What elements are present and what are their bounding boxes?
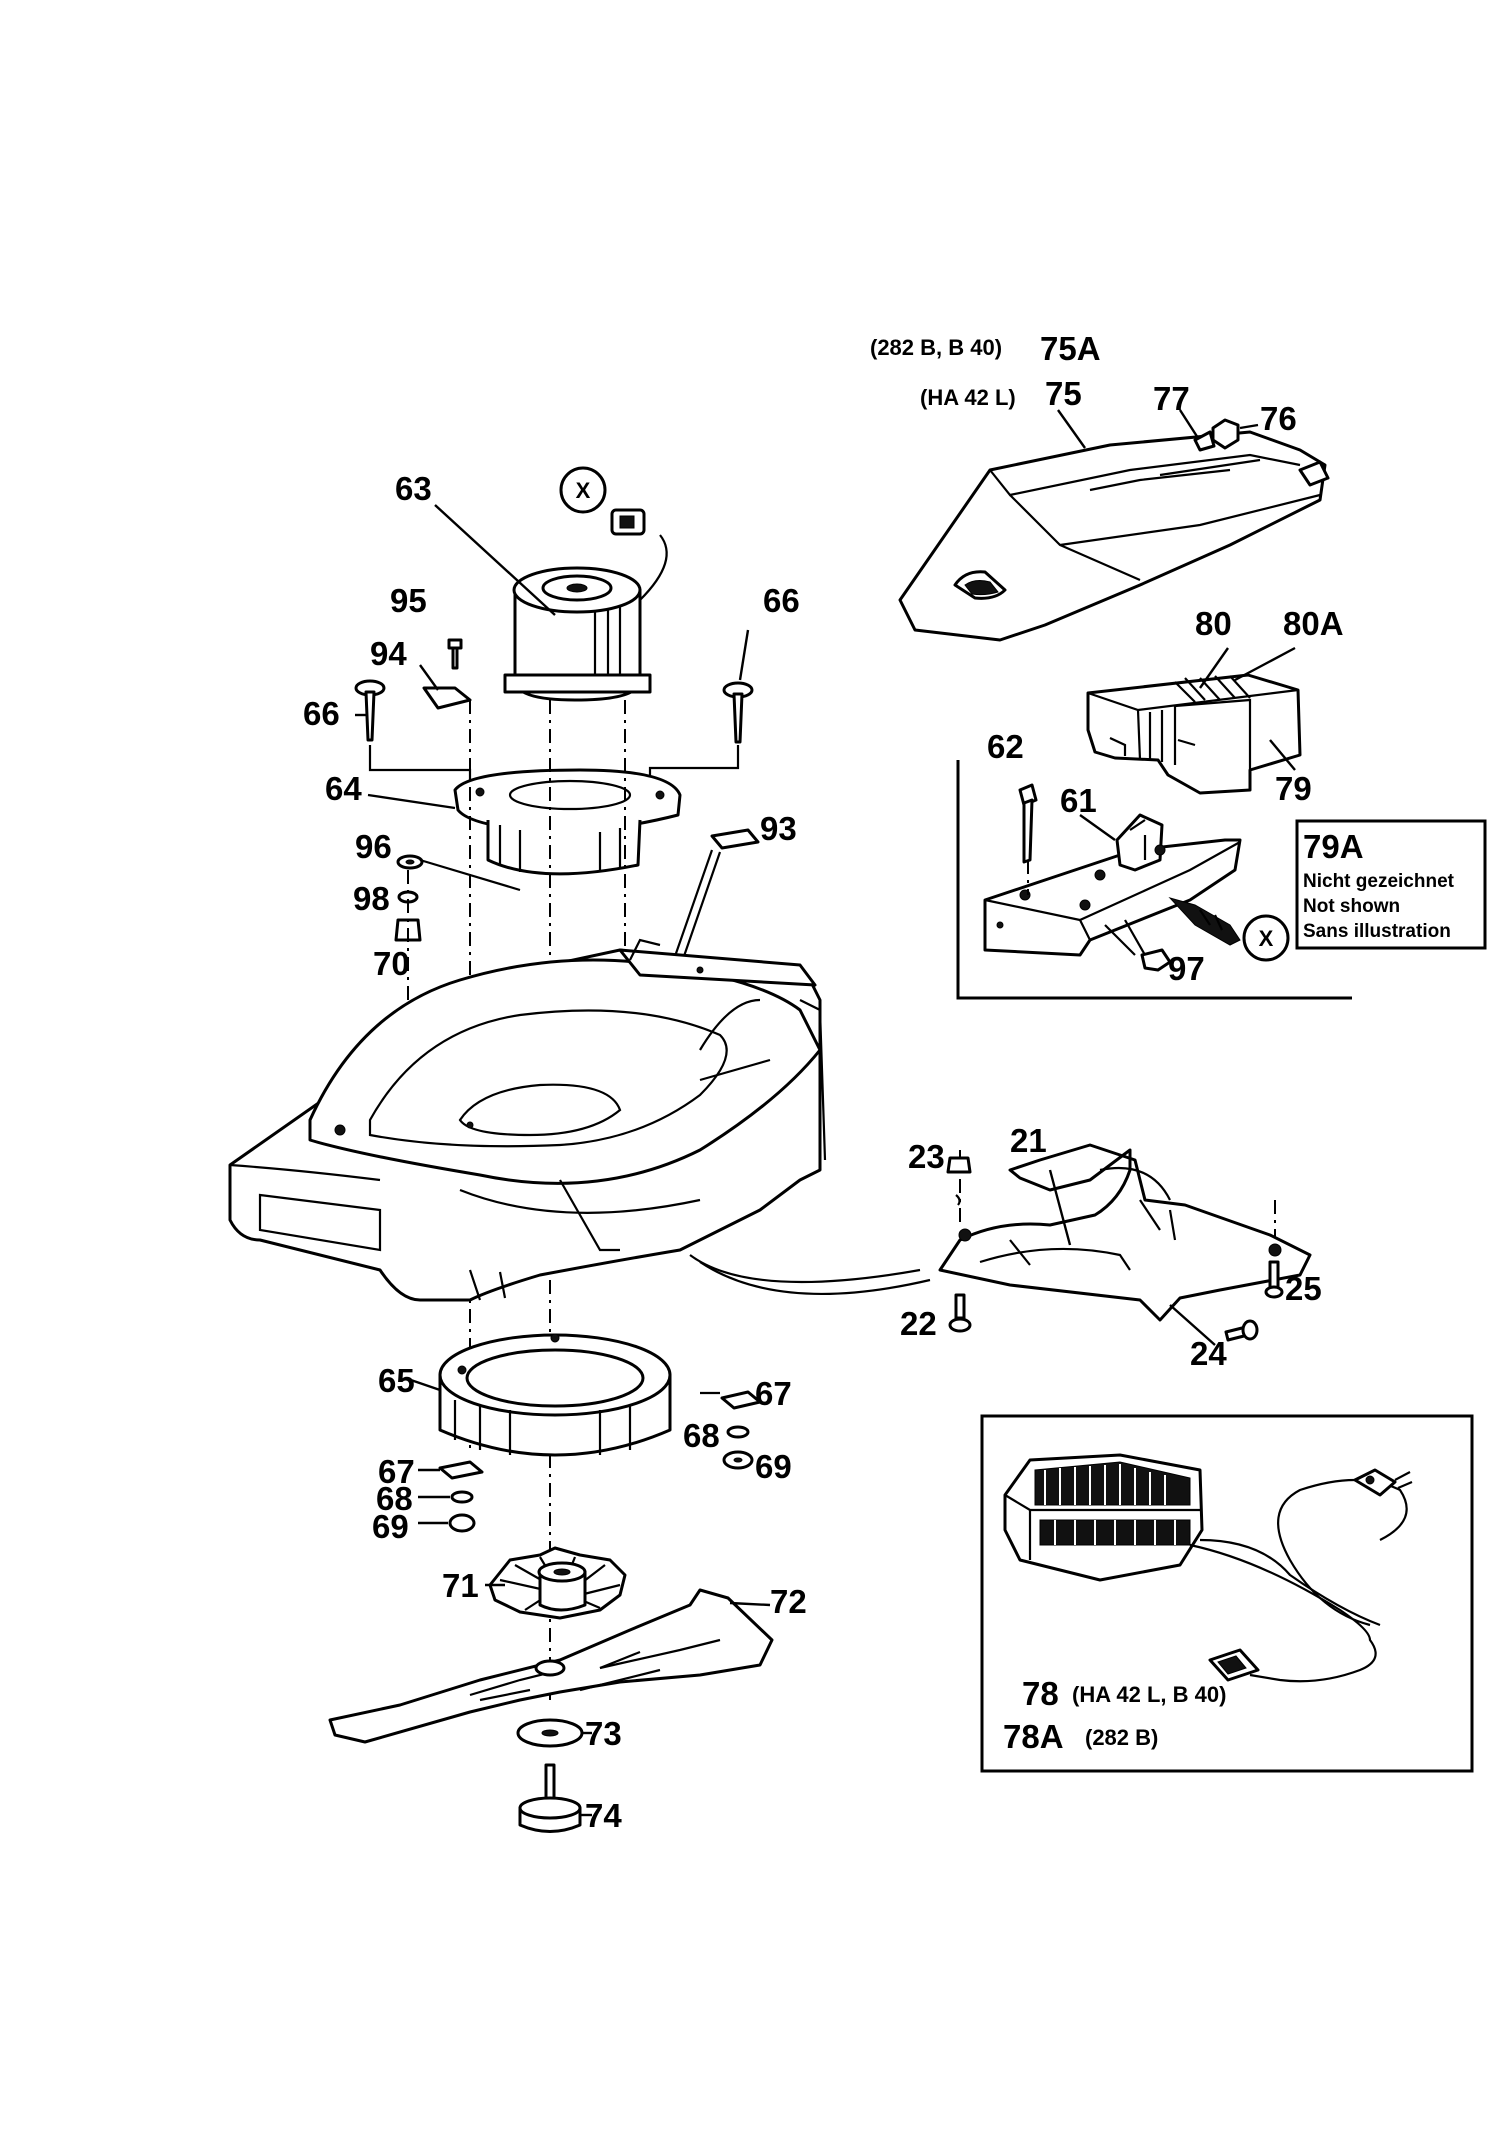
blade-bolt-74 <box>518 1763 582 1833</box>
callout-69-left: 69 <box>372 1508 409 1545</box>
callout-66-right: 66 <box>763 582 800 619</box>
callout-24: 24 <box>1190 1335 1227 1372</box>
callout-80: 80 <box>1195 605 1232 642</box>
callout-65: 65 <box>378 1362 415 1399</box>
callout-78a: 78A <box>1003 1718 1064 1755</box>
variant-78: (HA 42 L, B 40) <box>1072 1682 1226 1707</box>
nut-69-left <box>448 1513 476 1533</box>
spring-77 <box>1193 430 1216 452</box>
callout-66-left: 66 <box>303 695 340 732</box>
callout-94: 94 <box>370 635 407 672</box>
screw-95 <box>447 638 463 670</box>
screw-22 <box>948 1293 972 1333</box>
battery-group-bracket <box>956 760 1352 1000</box>
callout-77: 77 <box>1153 380 1190 417</box>
screw-24 <box>1224 1319 1259 1342</box>
callout-73: 73 <box>585 1715 622 1752</box>
variant-75: (HA 42 L) <box>920 385 1016 410</box>
blade-72 <box>328 1588 774 1744</box>
screw-66-left <box>354 679 386 742</box>
connector-x-marker-right <box>1242 914 1290 962</box>
washer-73 <box>516 1718 584 1748</box>
connector-x-label-top: X <box>576 478 591 503</box>
clip-97 <box>1140 948 1172 972</box>
variant-78a: (282 B) <box>1085 1725 1158 1750</box>
washer-68-right <box>726 1425 750 1439</box>
fan-ring-65 <box>438 1333 672 1457</box>
screw-66-right <box>722 681 754 744</box>
motor-63 <box>503 508 668 702</box>
note-79a-line-1: Nicht gezeichnet <box>1303 871 1455 892</box>
callout-67-right: 67 <box>755 1375 792 1412</box>
discharge-guard-21 <box>938 1143 1312 1322</box>
callout-71: 71 <box>442 1567 479 1604</box>
callout-68-left: 68 <box>376 1480 413 1517</box>
cover-75 <box>898 430 1330 642</box>
callout-69-right: 69 <box>755 1448 792 1485</box>
nut-23 <box>946 1156 972 1174</box>
battery-tray-61 <box>983 813 1242 957</box>
nut-69-right <box>722 1450 754 1470</box>
callout-75: 75 <box>1045 375 1082 412</box>
battery-79 <box>1086 673 1302 795</box>
callout-76: 76 <box>1260 400 1297 437</box>
callout-79: 79 <box>1275 770 1312 807</box>
washer-67-left <box>438 1460 484 1480</box>
charger-box-78 <box>980 1414 1474 1773</box>
charger-78 <box>1003 1453 1413 1683</box>
connector-x-label-right: X <box>1259 926 1274 951</box>
callout-67-left: 67 <box>378 1453 415 1490</box>
screw-25 <box>1264 1260 1284 1299</box>
note-box-79a <box>1295 819 1487 950</box>
note-79a-title: 79A <box>1303 828 1364 865</box>
callout-63: 63 <box>395 470 432 507</box>
callout-95: 95 <box>390 582 427 619</box>
callout-96: 96 <box>355 828 392 865</box>
button-76 <box>1211 418 1240 450</box>
washer-67-right <box>720 1390 762 1410</box>
callout-22: 22 <box>900 1305 937 1342</box>
callout-74: 74 <box>585 1797 622 1834</box>
callout-25: 25 <box>1285 1270 1322 1307</box>
callout-61: 61 <box>1060 782 1097 819</box>
clip-94 <box>422 686 472 710</box>
callout-68-right: 68 <box>683 1417 720 1454</box>
note-79a-line-2: Not shown <box>1303 896 1400 917</box>
washer-96 <box>396 854 424 870</box>
callout-97: 97 <box>1168 950 1205 987</box>
connector-x-marker-top <box>559 466 607 514</box>
mower-deck-housing <box>228 938 827 1302</box>
screw-62 <box>1018 783 1038 864</box>
callout-80a: 80A <box>1283 605 1344 642</box>
variant-75a: (282 B, B 40) <box>870 335 1002 360</box>
fan-71 <box>488 1546 627 1620</box>
motor-flange-64 <box>453 768 682 876</box>
callout-23: 23 <box>908 1138 945 1175</box>
gasket-93 <box>710 828 760 850</box>
callout-64: 64 <box>325 770 362 807</box>
callout-72: 72 <box>770 1583 807 1620</box>
washer-68-left <box>450 1490 474 1504</box>
callout-75a: 75A <box>1040 330 1101 367</box>
callout-62: 62 <box>987 728 1024 765</box>
callout-93: 93 <box>760 810 797 847</box>
callout-78: 78 <box>1022 1675 1059 1712</box>
callout-21: 21 <box>1010 1122 1047 1159</box>
note-79a-line-3: Sans illustration <box>1303 921 1451 942</box>
callout-70: 70 <box>373 945 410 982</box>
callout-98: 98 <box>353 880 390 917</box>
